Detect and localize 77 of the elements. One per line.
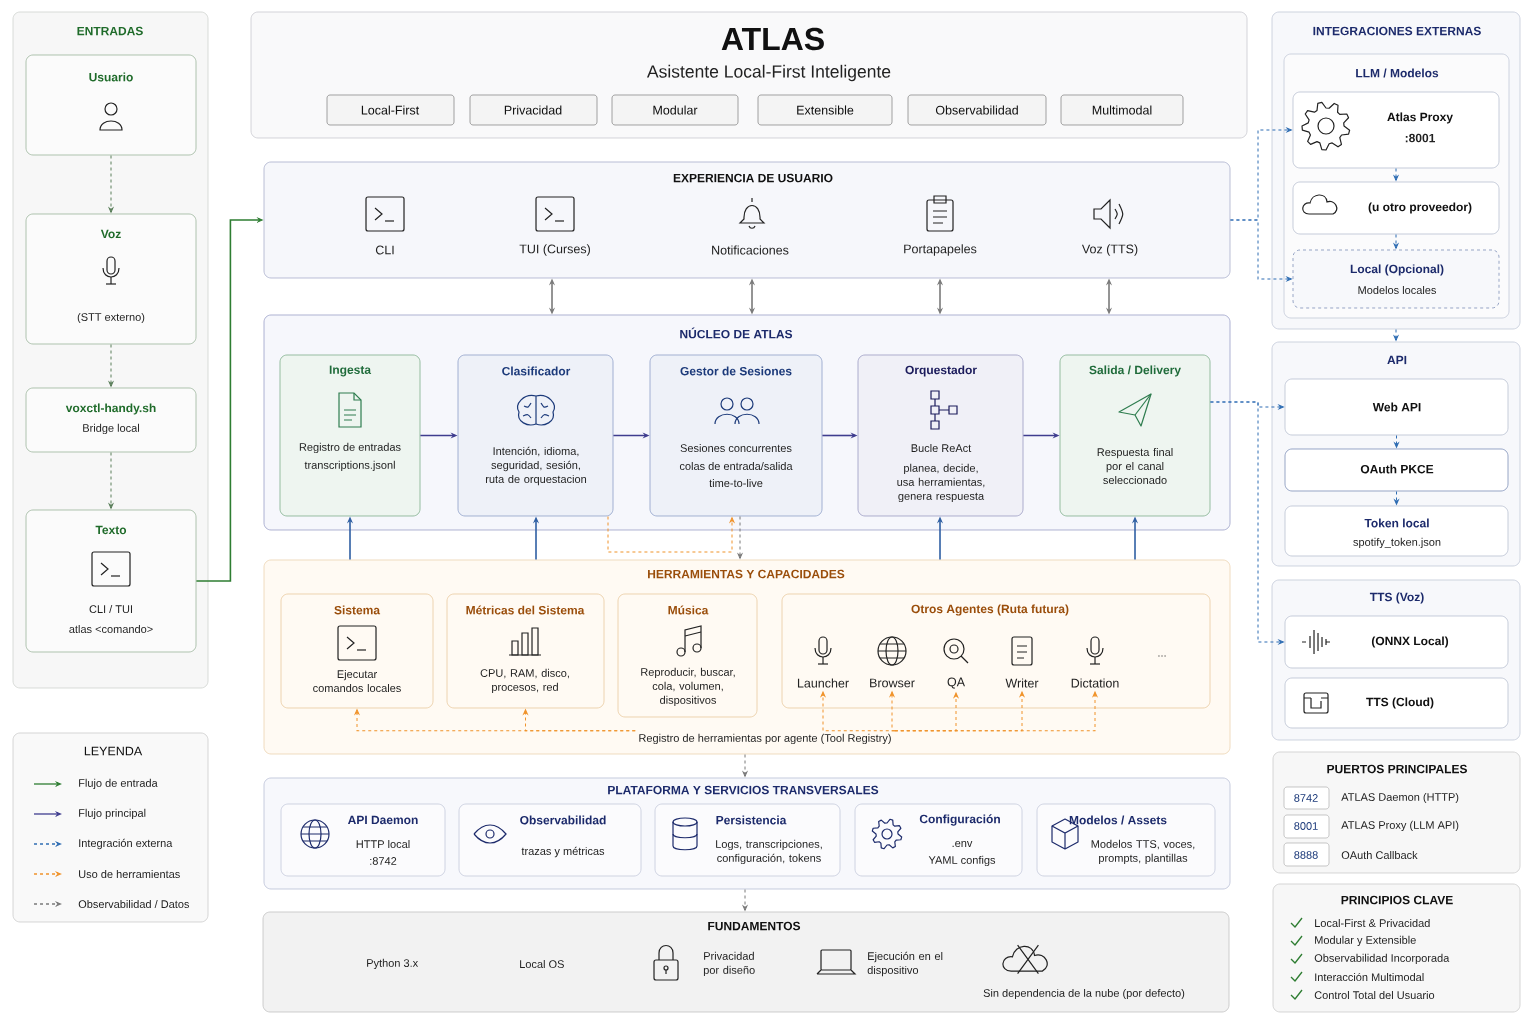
arrow [737, 515, 743, 559]
arrow [1229, 219, 1292, 282]
service-card: Web API [1284, 378, 1509, 436]
foundation-label: Sin dependencia de la nube (por defecto) [983, 988, 1185, 1000]
arrow [742, 888, 748, 911]
service-card: Configuración .env YAML configs [854, 803, 1023, 877]
tag-pill: Extensible [757, 94, 893, 126]
port-description: ATLAS Proxy (LLM API) [1341, 820, 1459, 832]
legend-entry: Flujo principal [33, 808, 146, 820]
tag-pill: Local-First [326, 94, 455, 126]
service-card: OAuth PKCE [1284, 448, 1509, 492]
arrow [1209, 401, 1284, 645]
arrow [1394, 434, 1399, 448]
foundation-label: Local OS [520, 959, 564, 969]
channel-label: Voz (TTS) [1081, 244, 1138, 256]
arrow [1394, 490, 1399, 505]
service-card: Observabilidad trazas y métricas [458, 803, 642, 877]
arrow [108, 343, 114, 387]
input-card: Voz (STT externo) [25, 213, 197, 345]
tool-card: Sistema Ejecutar comandos locales [280, 593, 434, 709]
input-card: voxctl-handy.sh Bridge local [25, 387, 197, 453]
module-card: Salida / Delivery Respuesta final por el canal seleccionado [1059, 354, 1211, 517]
tag-pill: Privacidad [469, 94, 598, 126]
module-card: Gestor de Sesiones Sesiones concurrentes colas de entrada/salida time-to-live [649, 354, 823, 517]
arrow [108, 154, 114, 213]
info-panel: PRINCIPIOS CLAVE Local-First & Privacidad Modular y Extensible Observabilidad Incorporada Interacción Multimodal Control Total del Usuario [1272, 883, 1521, 1013]
arrow [523, 709, 636, 732]
registry-label: Registro de herramientas por agente (Tool Registry) [639, 733, 891, 745]
arrow [889, 691, 896, 732]
tag-pill: Modular [611, 94, 739, 126]
legend-entry: Flujo de entrada [33, 778, 158, 790]
legend-entry: Integración externa [33, 838, 173, 850]
ellipsis-label: ... [1158, 655, 1166, 657]
arrow [1393, 328, 1399, 341]
foundation-label: Python 3.x [367, 958, 419, 970]
service-card: Token local spotify_token.json [1284, 505, 1509, 557]
channel-label: Portapapeles [904, 244, 977, 256]
foundation-label: Ejecución en el dispositivo [867, 951, 943, 977]
foundation-label: Privacidad por diseño [703, 951, 755, 977]
agent-label: QA [947, 677, 965, 689]
arrow [1393, 167, 1399, 181]
agent-label: Dictation [1071, 678, 1119, 688]
tag-pill: Observabilidad [907, 94, 1047, 126]
agent-label: Writer [1005, 678, 1039, 688]
port-description: ATLAS Daemon (HTTP) [1341, 792, 1459, 804]
port-badge: 8001 [1283, 814, 1330, 839]
service-card: TTS (Cloud) [1284, 677, 1509, 729]
service-card: Persistencia Logs, transcripciones, configuración, tokens [654, 803, 841, 877]
channel-label: TUI (Curses) [519, 244, 590, 256]
legend-entry: Observabilidad / Datos [33, 899, 190, 909]
input-card: Usuario [25, 54, 197, 156]
agent-label: Browser [870, 678, 915, 688]
port-badge: 8742 [1283, 786, 1330, 810]
arrow [607, 515, 735, 553]
module-card: Ingesta Registro de entradas transcriptions.jsonl [279, 354, 421, 517]
module-card: Clasificador Intención, idioma, seguridad, sesión, ruta de orquestacion [457, 354, 614, 517]
service-card: (ONNX Local) [1284, 615, 1509, 669]
service-card: API Daemon HTTP local :8742 [280, 803, 446, 877]
arrow [108, 451, 114, 509]
service-card: Local (Opcional) Modelos locales [1292, 249, 1500, 309]
module-card: Orquestador Bucle ReAct planea, decide, usa herramientas, genera respuesta [857, 354, 1024, 517]
agent-label: Launcher [797, 678, 849, 688]
tool-card: Métricas del Sistema CPU, RAM, disco, procesos, red [446, 593, 605, 709]
legend-entry: Uso de herramientas [33, 869, 180, 879]
arrow [742, 753, 748, 777]
port-description: OAuth Callback [1341, 850, 1418, 860]
channel-label: Notificaciones [712, 245, 789, 255]
input-card: Texto CLI / TUI atlas <comando> [25, 509, 197, 653]
service-card: Atlas Proxy :8001 [1292, 91, 1500, 169]
port-badge: 8888 [1283, 842, 1330, 867]
tool-card: Música Reproducir, buscar, cola, volumen, dispositivos [617, 593, 758, 718]
service-card: Modelos / Assets Modelos TTS, voces, prompts, plantillas [1036, 803, 1216, 877]
arrow [894, 691, 1098, 732]
channel-label: CLI [375, 245, 394, 255]
arrow [1393, 233, 1399, 249]
service-card: (u otro proveedor) [1292, 181, 1500, 235]
tag-pill: Multimodal [1060, 94, 1184, 126]
